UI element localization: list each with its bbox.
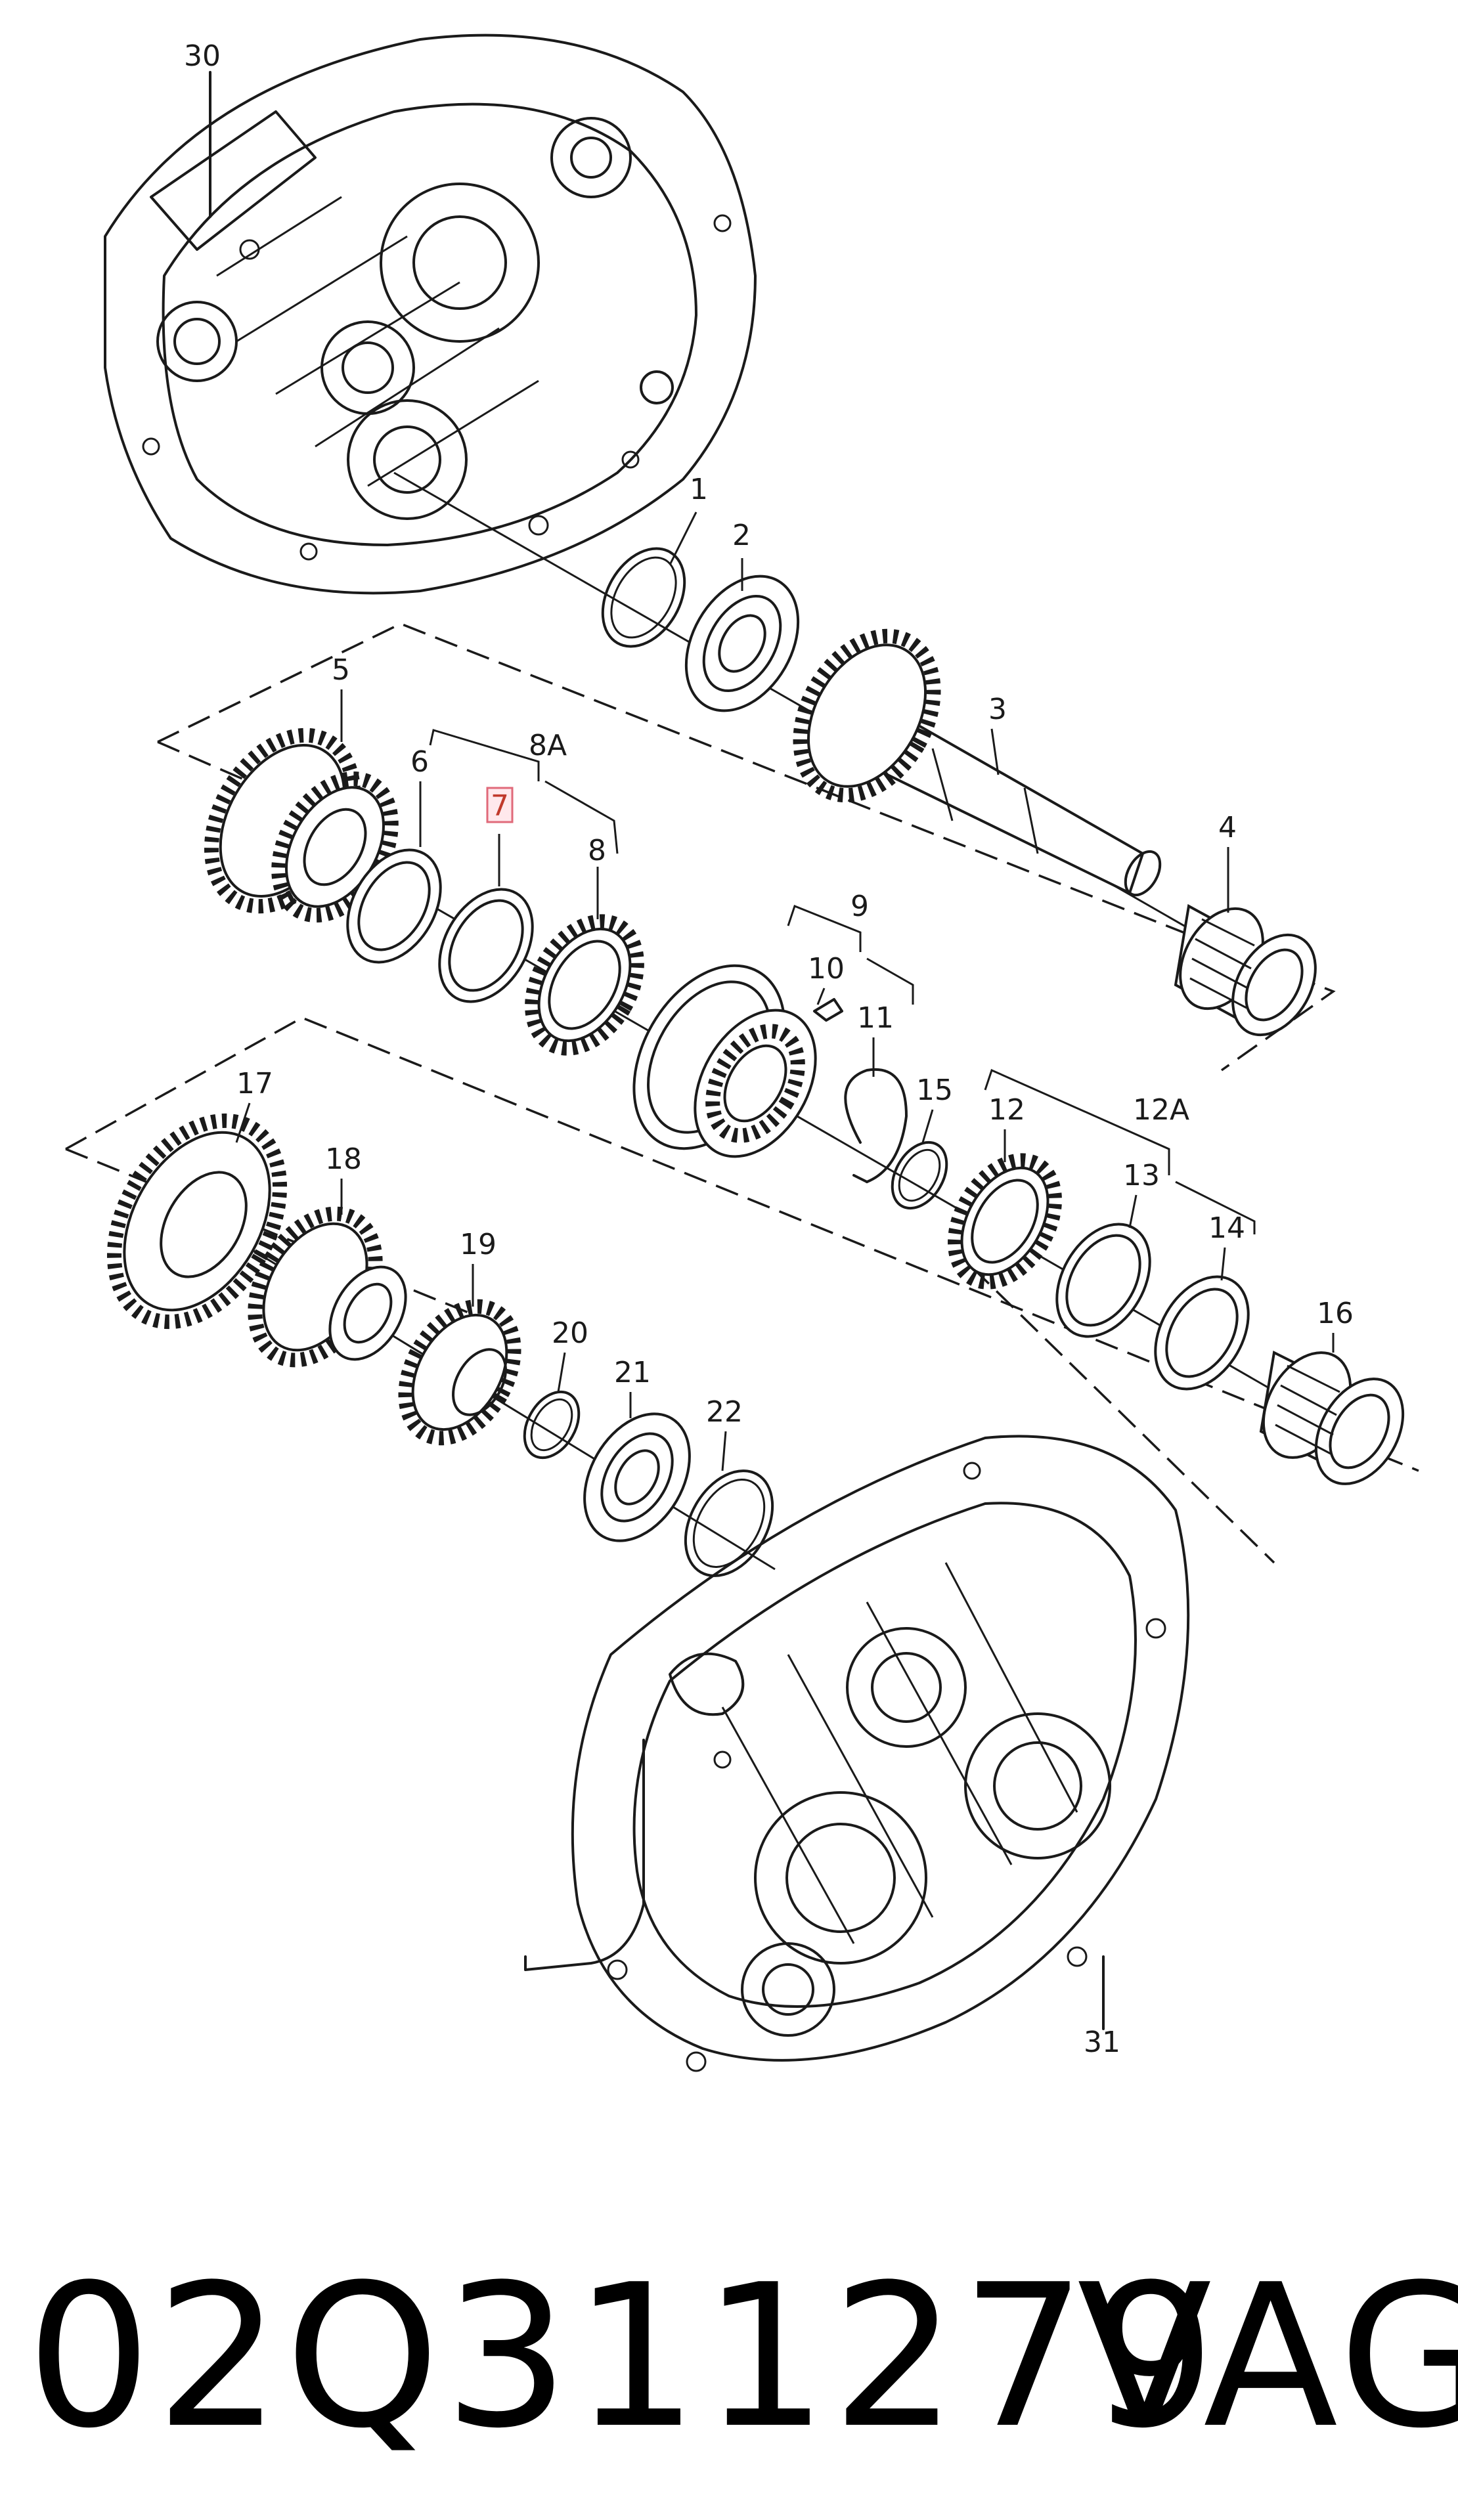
callout-4: 4 bbox=[1218, 811, 1237, 844]
row-3-parts bbox=[106, 1113, 774, 1577]
callout-16: 16 bbox=[1317, 1297, 1354, 1330]
row-2-parts bbox=[204, 728, 1405, 1485]
callout-17: 17 bbox=[236, 1067, 273, 1100]
housing-30 bbox=[104, 33, 757, 595]
highlight-box-7 bbox=[486, 787, 514, 823]
callout-21: 21 bbox=[614, 1356, 651, 1389]
callout-13: 13 bbox=[1123, 1159, 1160, 1192]
leader-lines bbox=[235, 511, 1335, 1471]
callout-12A: 12A bbox=[1133, 1093, 1189, 1127]
exploded-parts-diagram: 30 1 2 3 4 5 6 8A 7 8 9 10 11 15 12 12A … bbox=[65, 33, 1419, 2072]
callout-2: 2 bbox=[732, 519, 751, 552]
callout-11: 11 bbox=[857, 1001, 894, 1035]
callout-6: 6 bbox=[410, 745, 429, 779]
callout-20: 20 bbox=[552, 1316, 588, 1350]
brand-label: VAG bbox=[1077, 2242, 1458, 2471]
callout-8A: 8A bbox=[529, 729, 567, 762]
callout-10: 10 bbox=[808, 952, 845, 986]
callout-8: 8 bbox=[588, 834, 606, 867]
callout-15: 15 bbox=[916, 1074, 953, 1107]
callout-5: 5 bbox=[332, 653, 350, 687]
callout-12: 12 bbox=[988, 1093, 1025, 1127]
callout-18: 18 bbox=[325, 1142, 362, 1176]
callout-22: 22 bbox=[706, 1395, 743, 1429]
callout-14: 14 bbox=[1208, 1211, 1245, 1245]
callout-labels: 30 1 2 3 4 5 6 8A 7 8 9 10 11 15 12 12A … bbox=[184, 39, 1354, 2059]
callout-7: 7 bbox=[491, 789, 509, 823]
housing-31 bbox=[524, 1435, 1190, 2072]
callout-3: 3 bbox=[988, 693, 1007, 726]
callout-30: 30 bbox=[184, 39, 221, 73]
callout-1: 1 bbox=[690, 473, 708, 506]
footer: 02Q311279 VAG bbox=[0, 2226, 1458, 2488]
part-number: 02Q311279 bbox=[26, 2242, 1220, 2471]
callout-19: 19 bbox=[460, 1228, 497, 1261]
callout-31: 31 bbox=[1084, 2026, 1120, 2059]
row-1-parts bbox=[601, 547, 1317, 1037]
callout-9: 9 bbox=[850, 890, 869, 923]
